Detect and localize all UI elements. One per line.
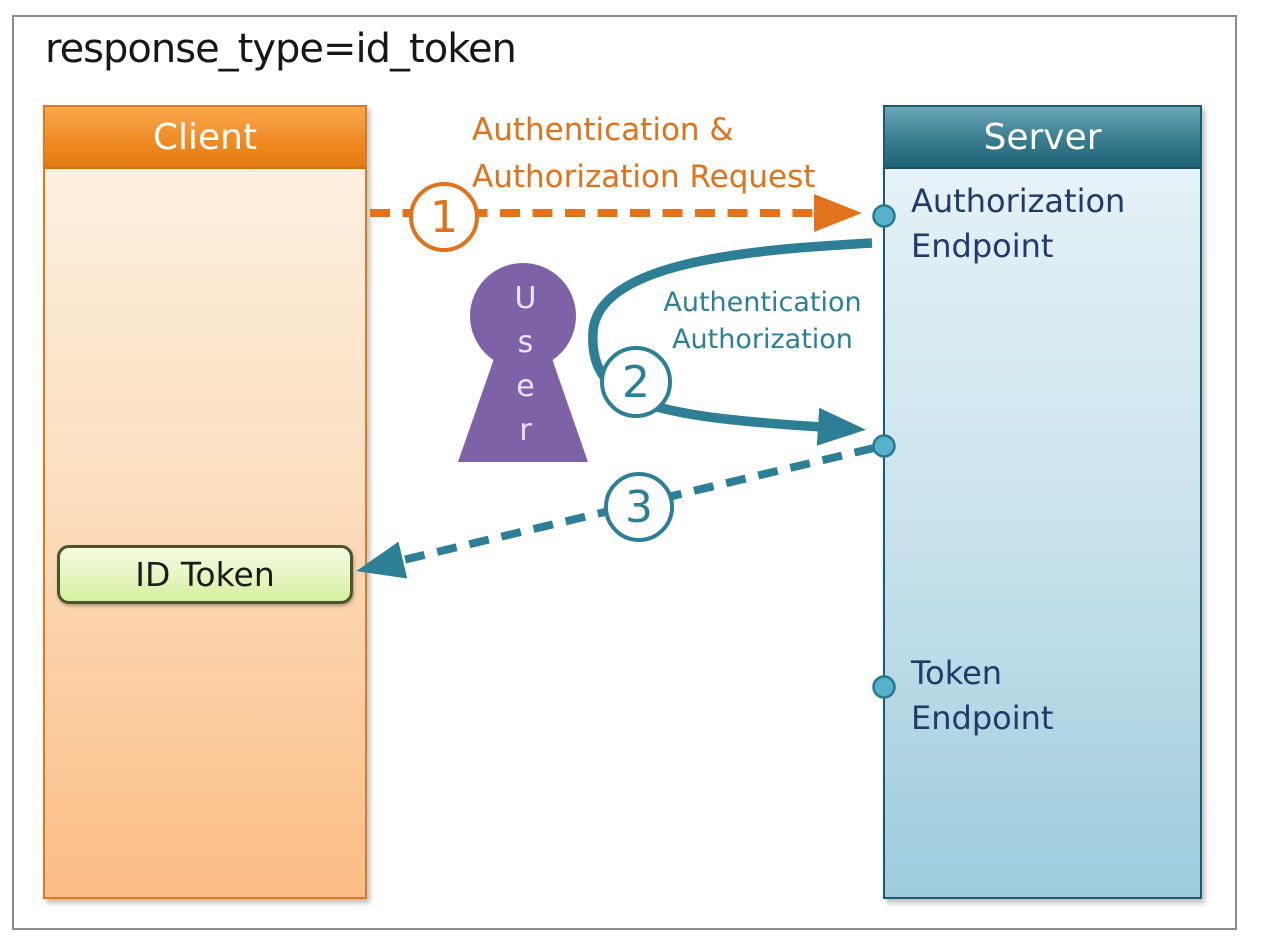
client-box: Client (43, 105, 367, 899)
user-figure-head (470, 263, 576, 369)
server-header: Server (885, 107, 1200, 169)
step-2-label-line2: Authorization (672, 324, 853, 355)
page-title: response_type=id_token (45, 26, 517, 72)
authorization-endpoint-dot (872, 204, 896, 228)
step-2-badge: 2 (600, 346, 672, 418)
authorization-endpoint-return-dot (872, 434, 896, 458)
user-figure-body (458, 350, 588, 462)
id-token-box: ID Token (57, 545, 353, 604)
client-header: Client (45, 107, 365, 169)
token-endpoint-label: Token Endpoint (911, 654, 1054, 737)
step-1-label-line1: Authentication & (472, 112, 734, 148)
step-1-label: Authentication & Authorization Request (472, 107, 815, 201)
step-3-badge: 3 (604, 472, 674, 542)
user-figure-label: User (508, 281, 543, 457)
token-endpoint-dot (872, 675, 896, 699)
step-2-label-line1: Authentication (663, 287, 862, 318)
server-box: Server Authorization Endpoint Token Endp… (883, 105, 1202, 899)
authorization-endpoint-label: Authorization Endpoint (911, 182, 1126, 265)
step-1-label-line2: Authorization Request (472, 159, 816, 195)
user-figure (458, 263, 588, 462)
arrow-authentication-authorization (588, 238, 873, 446)
step-1-badge: 1 (409, 182, 479, 252)
step-2-label: Authentication Authorization (650, 284, 875, 358)
